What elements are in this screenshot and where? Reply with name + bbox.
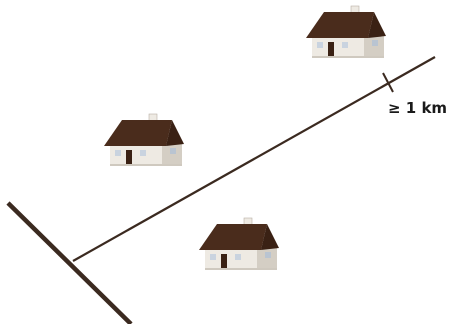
main-road <box>8 203 131 324</box>
house-icon <box>199 218 279 270</box>
house-icon <box>306 6 386 58</box>
house-icon <box>104 114 184 166</box>
distance-label: ≥ 1 km <box>388 99 447 117</box>
